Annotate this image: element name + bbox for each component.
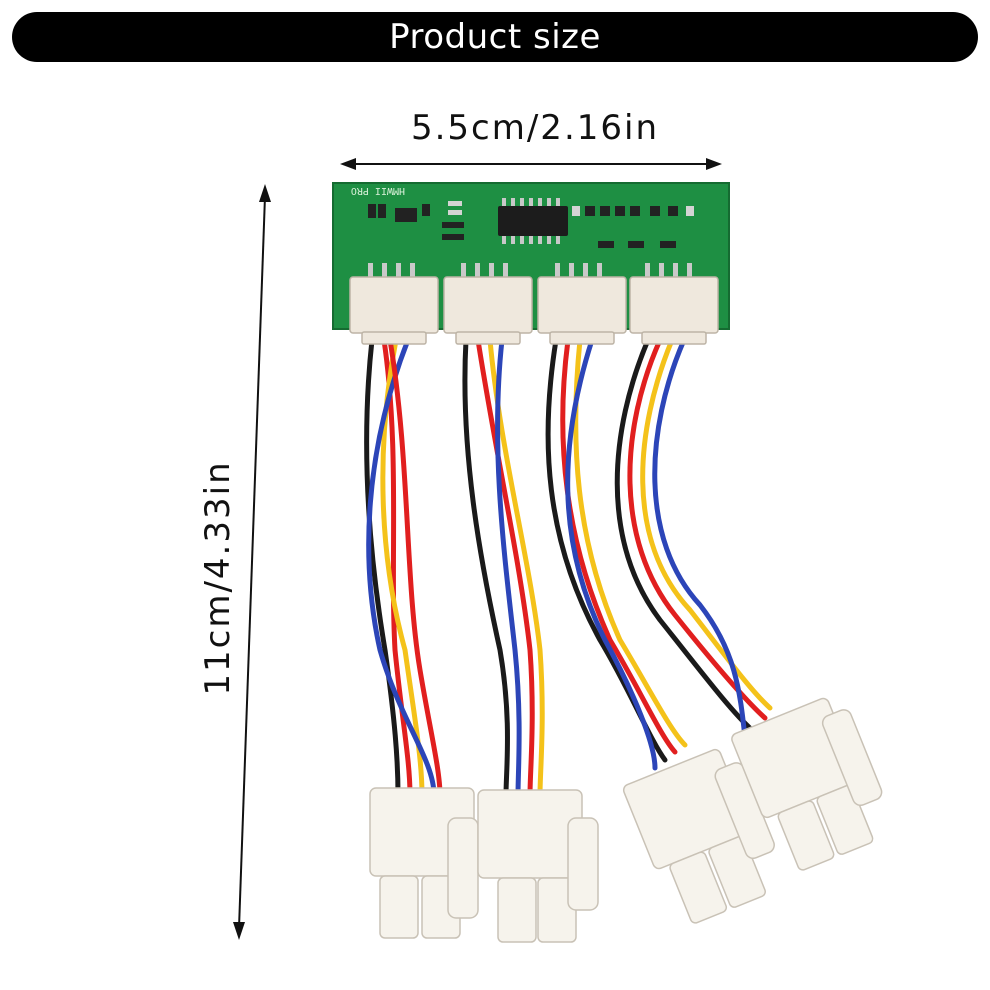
ic-chip: [498, 206, 568, 236]
pin-headers: [349, 276, 719, 345]
output-plug-3: [622, 748, 775, 924]
board-marking: HMWII PRO: [351, 185, 405, 196]
output-plug-4: [731, 697, 883, 871]
output-plug-2: [477, 789, 599, 943]
width-arrow: [340, 158, 722, 170]
output-plug-1: [369, 787, 479, 939]
wire-bundles: [364, 337, 773, 798]
banner-title: Product size: [389, 17, 601, 57]
output-plugs: [369, 697, 883, 943]
pcb-board: HMWII PRO: [332, 182, 730, 345]
height-arrow: [233, 184, 271, 940]
width-dimension-label: 5.5cm/2.16in: [410, 108, 660, 148]
title-banner: Product size: [12, 12, 978, 62]
